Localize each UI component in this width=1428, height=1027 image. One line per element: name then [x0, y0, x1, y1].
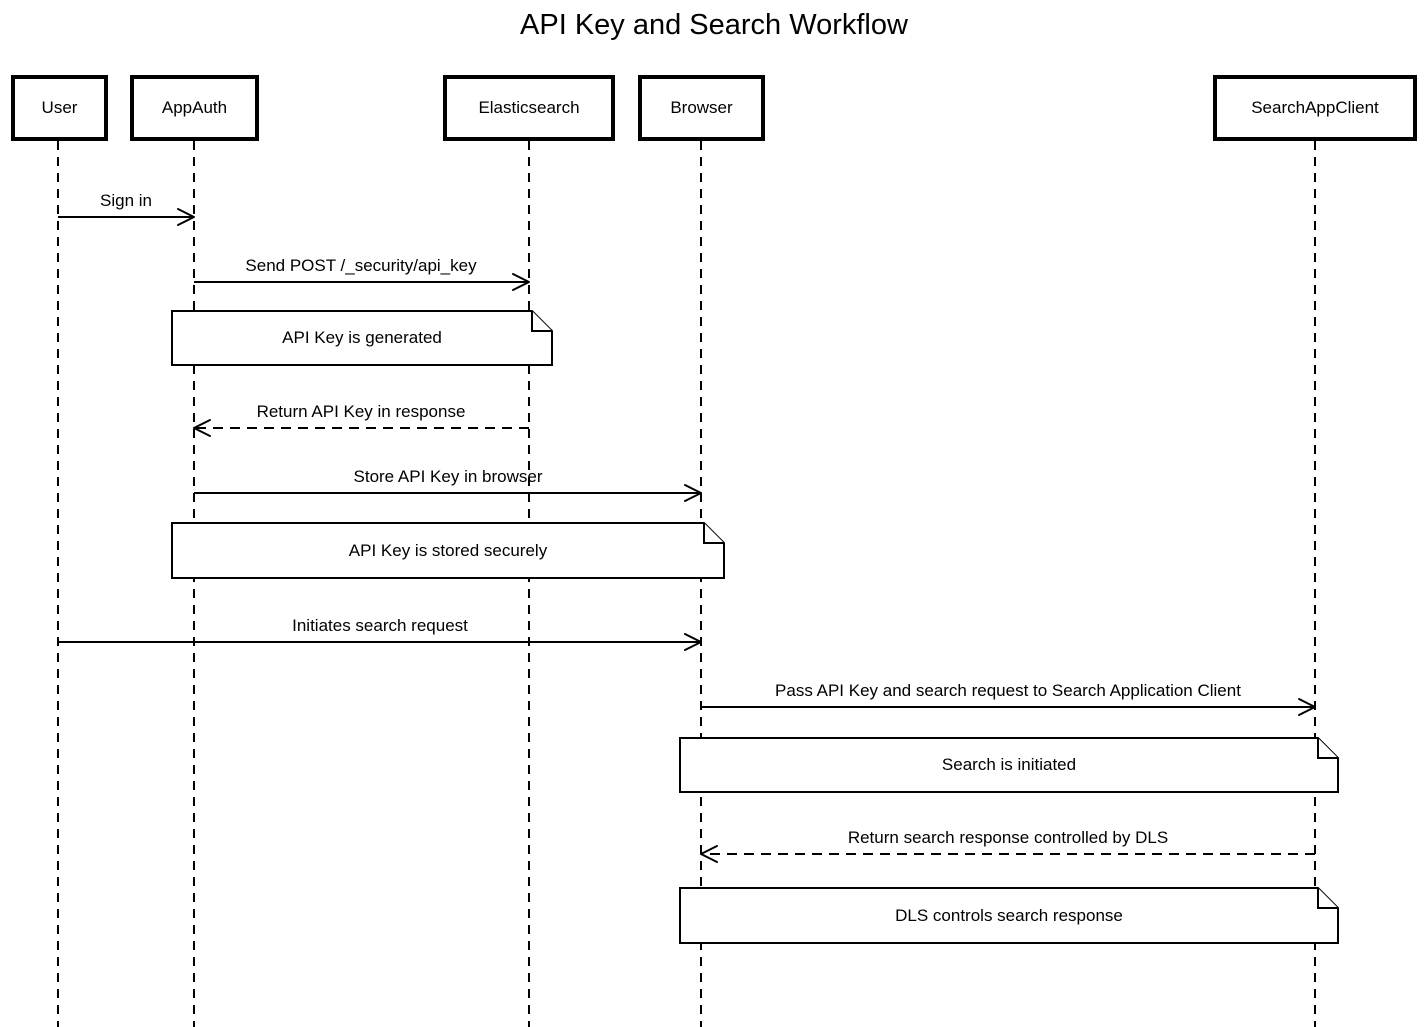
note-label-api-key-generated: API Key is generated: [282, 328, 442, 347]
participant-label: Elasticsearch: [478, 98, 580, 117]
participant-box-elasticsearch: Elasticsearch: [443, 75, 615, 141]
arrowhead-right-icon: [1298, 698, 1316, 716]
participant-box-appauth: AppAuth: [130, 75, 259, 141]
arrowhead-right-icon: [684, 633, 702, 651]
participant-box-browser: Browser: [638, 75, 765, 141]
note-shape-api-key-generated: [171, 310, 553, 366]
message-label-sign-in: Sign in: [100, 191, 152, 210]
note-fold-icon: [703, 523, 724, 544]
note-label-dls-controls: DLS controls search response: [895, 905, 1123, 925]
participant-label: SearchAppClient: [1251, 98, 1379, 117]
participant-box-searchappclient: SearchAppClient: [1213, 75, 1417, 141]
participant-label: Browser: [670, 98, 733, 117]
participant-box-user: User: [11, 75, 108, 141]
arrowhead-left-icon: [700, 845, 718, 863]
message-label-return-api-key: Return API Key in response: [256, 402, 466, 421]
note-fold-icon: [531, 311, 552, 332]
message-label-send-post: Send POST /_security/api_key: [245, 256, 477, 275]
participant-label: User: [41, 98, 78, 117]
arrowhead-left-icon: [193, 419, 211, 437]
message-label-initiates-search: Initiates search request: [292, 616, 468, 635]
arrowhead-right-icon: [177, 208, 195, 226]
note-shape-search-initiated: [679, 737, 1339, 793]
arrowhead-right-icon: [684, 484, 702, 502]
message-label-store-api-key: Store API Key in browser: [353, 467, 543, 486]
note-fold-icon: [1317, 738, 1338, 759]
message-label-return-search-response: Return search response controlled by DLS: [847, 828, 1169, 847]
note-shape-api-key-stored: [171, 522, 725, 579]
note-shape-dls-controls: [679, 887, 1339, 944]
note-fold-icon: [1317, 888, 1338, 909]
note-label-api-key-stored: API Key is stored securely: [348, 540, 548, 560]
participant-label: AppAuth: [161, 98, 228, 117]
arrowhead-right-icon: [512, 273, 530, 291]
message-label-pass-api-key: Pass API Key and search request to Searc…: [775, 681, 1241, 700]
diagram-title: API Key and Search Workflow: [520, 9, 908, 41]
note-label-search-initiated: Search is initiated: [941, 755, 1077, 774]
